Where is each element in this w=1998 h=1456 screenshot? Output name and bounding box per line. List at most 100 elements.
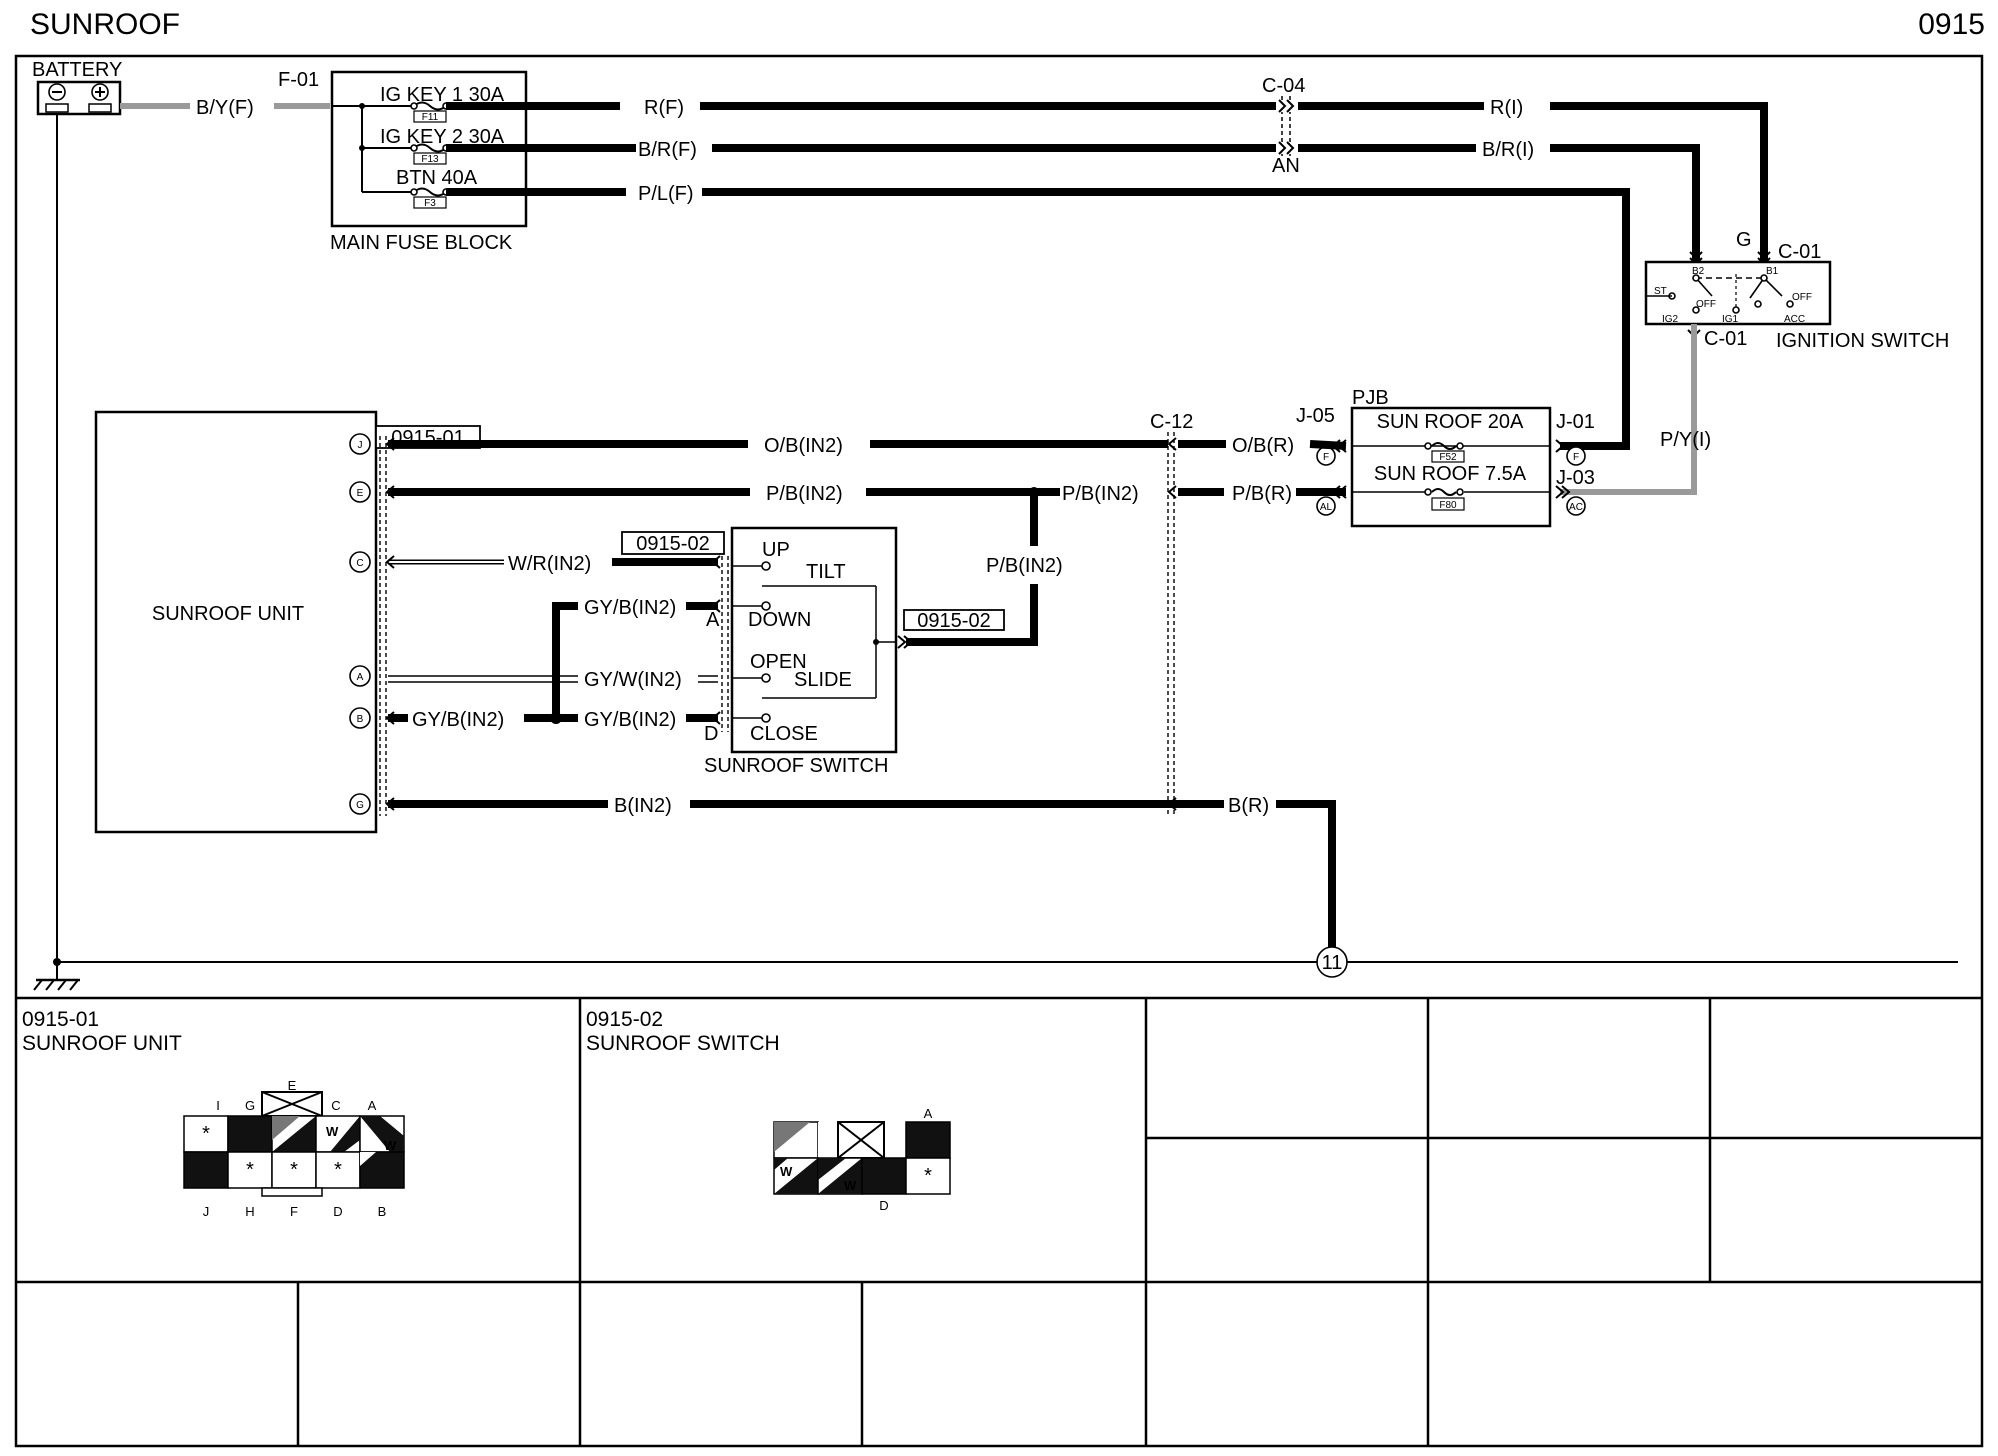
page-title: SUNROOF: [30, 8, 180, 41]
svg-text:IG1: IG1: [1722, 314, 1739, 325]
svg-text:G: G: [245, 1098, 255, 1113]
svg-text:F3: F3: [424, 198, 436, 209]
ignition-switch-label: IGNITION SWITCH: [1776, 330, 1949, 352]
ground-point-11: 11: [1316, 946, 1348, 978]
svg-text:W: W: [384, 1138, 397, 1153]
svg-text:B: B: [378, 1204, 387, 1219]
wire-label-pb-in2-b: P/B(IN2): [1062, 483, 1139, 505]
svg-text:F13: F13: [421, 154, 439, 165]
svg-text:W: W: [326, 1124, 339, 1139]
svg-text:11: 11: [1322, 952, 1343, 974]
c04-connector: C-04 AN: [1262, 75, 1305, 177]
svg-text:B1: B1: [1766, 266, 1779, 277]
svg-text:AN: AN: [1272, 155, 1300, 177]
svg-text:W: W: [780, 1164, 793, 1179]
wire-label-ob-in2: O/B(IN2): [764, 435, 843, 457]
svg-text:W: W: [844, 1178, 857, 1193]
fuse-ig-key-1: IG KEY 1 30A F11: [362, 84, 505, 123]
svg-text:IG2: IG2: [1662, 314, 1679, 325]
svg-text:G: G: [356, 800, 364, 811]
page-number: 0915: [1918, 8, 1985, 41]
svg-text:OFF: OFF: [1792, 292, 1812, 303]
cv2-id: 0915-02: [586, 1008, 663, 1031]
sunroof-unit-connector-face: E I G C A * W W * * * J H F D B: [183, 1078, 405, 1219]
svg-text:D: D: [704, 723, 718, 745]
svg-text:F11: F11: [422, 112, 439, 123]
wire-label-b-in2: B(IN2): [614, 795, 672, 817]
svg-text:E: E: [288, 1078, 297, 1093]
wire-label-gyb-in2-b: GY/B(IN2): [412, 709, 504, 731]
svg-text:SUN ROOF 20A: SUN ROOF 20A: [1377, 411, 1524, 433]
c01-bottom-label: C-01: [1704, 328, 1747, 350]
j03-label: J-03: [1556, 467, 1595, 489]
svg-text:F: F: [1573, 452, 1579, 463]
wire-label-br-f: B/R(F): [638, 139, 697, 161]
svg-text:*: *: [202, 1123, 210, 1145]
connector-table: [16, 998, 1982, 1446]
svg-text:D: D: [879, 1198, 888, 1213]
sunroof-unit-pins: J E C A B G: [349, 433, 371, 815]
wire-label-pb-r: P/B(R): [1232, 483, 1292, 505]
svg-text:E: E: [357, 488, 364, 499]
svg-text:UP: UP: [762, 539, 790, 561]
fuse-sunroof-7-5a: SUN ROOF 7.5A F80: [1352, 463, 1550, 511]
g-label: G: [1736, 229, 1752, 251]
battery-label: BATTERY: [32, 59, 122, 81]
ref-0915-02-in: 0915-02: [636, 533, 709, 555]
wire-label-br-i: B/R(I): [1482, 139, 1534, 161]
svg-text:A: A: [357, 672, 364, 683]
svg-text:CLOSE: CLOSE: [750, 723, 818, 745]
unit-connector-arrows: [385, 437, 721, 811]
wire-label-ob-r: O/B(R): [1232, 435, 1294, 457]
main-fuse-block-label: MAIN FUSE BLOCK: [330, 232, 513, 254]
sunroof-switch-label: SUNROOF SWITCH: [704, 755, 888, 777]
pjb-pins: F AL F AC: [1316, 439, 1586, 516]
wire-label-r-f: R(F): [644, 97, 684, 119]
wire-label-pl-f: P/L(F): [638, 183, 694, 205]
sunroof-unit-label: SUNROOF UNIT: [152, 603, 304, 625]
svg-text:C: C: [331, 1098, 340, 1113]
svg-text:A: A: [368, 1098, 377, 1113]
svg-text:ST: ST: [1654, 286, 1667, 297]
wire-label-py-i: P/Y(I): [1660, 429, 1711, 451]
svg-text:C-04: C-04: [1262, 75, 1305, 97]
wire-label-gyb-in2-a: GY/B(IN2): [584, 597, 676, 619]
svg-text:A: A: [924, 1106, 933, 1121]
svg-text:I: I: [216, 1098, 220, 1113]
svg-text:ACC: ACC: [1784, 314, 1805, 325]
svg-text:*: *: [246, 1159, 254, 1181]
svg-text:TILT: TILT: [806, 561, 846, 583]
c12-connector: C-12: [1150, 411, 1193, 816]
wire-label-pb-in2-c: P/B(IN2): [986, 555, 1063, 577]
cv1-name: SUNROOF UNIT: [22, 1032, 182, 1055]
svg-text:OPEN: OPEN: [750, 651, 807, 673]
outer-frame: [14, 54, 1984, 1448]
svg-text:D: D: [333, 1204, 342, 1219]
cv1-id: 0915-01: [22, 1008, 99, 1031]
pjb-label: PJB: [1352, 387, 1389, 409]
chassis-ground-icon: [33, 962, 80, 991]
svg-text:IG KEY 2 30A: IG KEY 2 30A: [380, 126, 505, 148]
wire-label-b-r: B(R): [1228, 795, 1269, 817]
svg-text:IG KEY 1 30A: IG KEY 1 30A: [380, 84, 505, 106]
sunroof-switch-connector-face: A W W * D: [773, 1106, 951, 1213]
ignition-switch: [1644, 260, 1832, 326]
wire-label-wr-in2: W/R(IN2): [508, 553, 591, 575]
fuse-sunroof-20a: SUN ROOF 20A F52: [1377, 411, 1524, 463]
wire-label-gyw-in2: GY/W(IN2): [584, 669, 682, 691]
svg-text:A: A: [706, 609, 720, 631]
wire-label-pb-in2-a: P/B(IN2): [766, 483, 843, 505]
svg-text:DOWN: DOWN: [748, 609, 811, 631]
svg-text:*: *: [924, 1165, 932, 1187]
svg-text:SUN ROOF 7.5A: SUN ROOF 7.5A: [1374, 463, 1527, 485]
svg-text:F: F: [290, 1204, 298, 1219]
svg-text:AC: AC: [1569, 502, 1583, 513]
svg-text:J: J: [203, 1204, 210, 1219]
sunroof-switch-contacts: UP TILT DOWN OPEN SLIDE CLOSE A D: [704, 539, 896, 745]
svg-text:J: J: [358, 440, 363, 451]
ref-0915-02-out: 0915-02: [917, 610, 990, 632]
svg-text:BTN 40A: BTN 40A: [396, 167, 478, 189]
fuse-ig-key-2: IG KEY 2 30A F13: [362, 126, 505, 165]
cv2-name: SUNROOF SWITCH: [586, 1032, 780, 1055]
